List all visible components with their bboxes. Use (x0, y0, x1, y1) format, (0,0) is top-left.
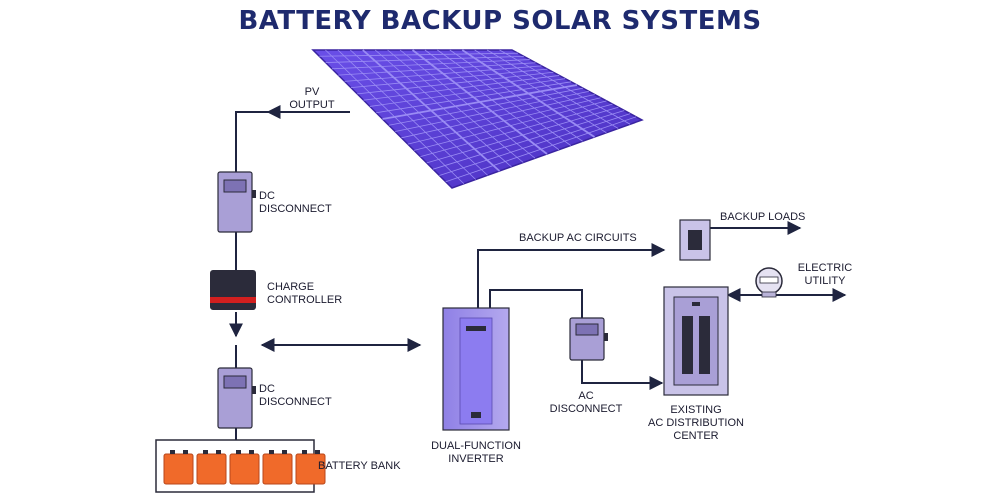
battery-terminal (282, 450, 287, 454)
battery-cell (196, 453, 227, 485)
panel-grid-line (407, 97, 601, 145)
backup-ac-circuits-line (477, 243, 666, 308)
battery-terminal (269, 450, 274, 454)
panel-grid-line (369, 78, 566, 107)
panel-grid-line (395, 90, 589, 132)
battery-terminal (216, 450, 221, 454)
wiring (229, 105, 847, 440)
panel-grid-line (363, 75, 560, 101)
ac-distribution-label: EXISTING AC DISTRIBUTION CENTER (648, 404, 744, 442)
panel-grid-line (420, 103, 613, 158)
panel-grid-line (439, 113, 631, 176)
panel-grid-line (357, 71, 554, 95)
electric-utility-label: ELECTRIC UTILITY (797, 262, 853, 287)
panel-grid-line (376, 81, 572, 114)
panel-grid-line (401, 94, 595, 139)
battery-cell (262, 453, 293, 485)
panel-grid-line (338, 62, 536, 76)
dc-disconnect-top (217, 171, 256, 233)
electric-meter-icon (755, 267, 783, 298)
backup-loads-panel (679, 219, 711, 261)
backup-ac-circuits-label: BACKUP AC CIRCUITS (519, 232, 637, 244)
battery-cell (295, 453, 326, 485)
charge-controller-label: CHARGE CONTROLLER (267, 281, 343, 306)
panel-grid-line (325, 55, 524, 63)
panel-grid-line (350, 68, 548, 89)
dc-disconnect-bottom (217, 367, 256, 429)
inverter-to-ac-disconnect-line (489, 289, 583, 318)
pv-output-line (235, 111, 350, 172)
panel-grid-line (319, 52, 518, 57)
panel-grid-line (445, 116, 637, 183)
charge-controller (210, 270, 256, 310)
battery-bank (155, 439, 326, 493)
battery-cell (229, 453, 260, 485)
ac-distribution-center (663, 286, 729, 396)
pv-output-label: PV OUTPUT (289, 86, 335, 111)
ac-disconnect-label: AC DISCONNECT (549, 390, 623, 415)
dc-disconnect-top-label: DC DISCONNECT (259, 190, 332, 215)
panel-grid-line (426, 106, 619, 164)
panel-grid-line (331, 59, 530, 70)
battery-terminal (183, 450, 188, 454)
battery-terminal (302, 450, 307, 454)
ac-disconnect-to-center-arrow (581, 360, 664, 390)
battery-terminal (203, 450, 208, 454)
panel-grid-line (388, 87, 583, 126)
panel-grid-line (432, 110, 625, 170)
panel-grid-line (413, 100, 607, 151)
backup-loads-label: BACKUP LOADS (720, 211, 806, 223)
page-title: BATTERY BACKUP SOLAR SYSTEMS (238, 6, 762, 36)
solar-panel (311, 49, 644, 189)
battery-terminal (315, 450, 320, 454)
battery-cell (163, 453, 194, 485)
panel-grid-line (344, 65, 542, 82)
ac-disconnect (569, 317, 608, 361)
panel-grid-line (382, 84, 578, 120)
battery-bank-label: BATTERY BANK (318, 460, 401, 472)
battery-terminal (236, 450, 241, 454)
dc-disconnect-bottom-label: DC DISCONNECT (259, 383, 332, 408)
inverter-label: DUAL-FUNCTION INVERTER (431, 440, 521, 465)
dual-function-inverter (442, 307, 510, 431)
battery-terminal (170, 450, 175, 454)
battery-terminal (249, 450, 254, 454)
